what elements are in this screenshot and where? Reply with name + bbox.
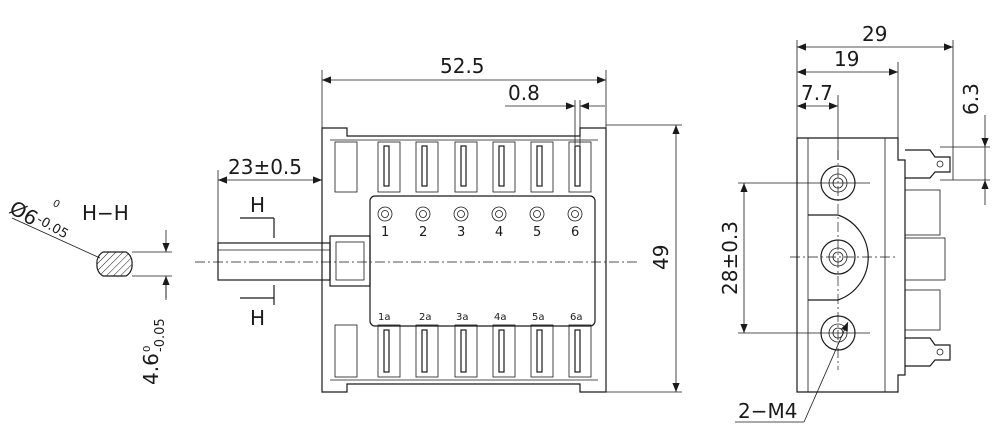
side-block-lower (904, 289, 941, 331)
top-terminals (334, 141, 592, 193)
quick-connect-tab-bottom (905, 337, 951, 367)
bottom-terminals (334, 324, 592, 378)
switch-body-outline (321, 127, 607, 393)
terminal-label: 6 (571, 225, 579, 240)
diameter-leader (11, 217, 101, 259)
terminal-labels-top: 1 2 3 4 5 6 (381, 225, 579, 240)
terminal-label: 5 (533, 225, 541, 240)
section-cut-letter-top: H (250, 193, 265, 217)
terminal-label: 4 (495, 225, 503, 240)
shaft (217, 242, 331, 281)
mount-holes-label: 2−M4 (738, 399, 797, 423)
terminal-label: 4a (494, 312, 507, 323)
terminal-screws (377, 206, 583, 222)
body-depth-label: 19 (834, 47, 859, 71)
section-cut-letter-bottom: H (250, 306, 265, 330)
flat-upper-tol: 0 (142, 346, 153, 352)
tab-hole-bottom (936, 348, 944, 356)
width-total-label: 52.5 (440, 54, 485, 78)
shaft-diameter-upper-tol: 0 (51, 198, 62, 211)
bushing-inner (335, 241, 365, 281)
front-view: 52.5 0.8 49 (195, 54, 682, 393)
hole-spacing-label: 28±0.3 (718, 221, 742, 295)
terminal-labels-bottom: 1a 2a 3a 4a 5a 6a (378, 312, 583, 323)
mount-hole-leader (803, 321, 849, 423)
shaft-bushing (329, 235, 371, 287)
shaft-length-label: 23±0.5 (228, 155, 302, 179)
terminal-label: 5a (532, 312, 545, 323)
height-label: 49 (649, 245, 673, 270)
terminal-label: 6a (570, 312, 583, 323)
shaft-section-shape (96, 251, 133, 277)
hole-offset-label: 7.7 (801, 81, 833, 105)
depth-total-label: 29 (862, 22, 887, 46)
terminal-board (369, 195, 596, 327)
terminal-label: 1a (378, 312, 391, 323)
flat-value: 4.6 (139, 353, 163, 385)
quick-connect-tab-top (905, 149, 951, 179)
shaft-diameter-lower-tol: -0.05 (34, 212, 71, 242)
terminal-offset-label: 6.3 (959, 83, 983, 115)
terminal-label: 1 (381, 225, 389, 240)
center-boss (808, 214, 869, 301)
shaft-section-view: Ø6 0 -0.05 H−H 4.6 0 -0.05 (6, 196, 172, 385)
terminal-label: 3 (457, 225, 465, 240)
gap-label: 0.8 (508, 81, 540, 105)
side-block-upper (904, 189, 941, 236)
terminal-label: 3a (456, 312, 469, 323)
tab-hole-top (936, 160, 944, 168)
flat-lower-tol: -0.05 (153, 318, 168, 352)
side-view: 29 19 7.7 6.3 (718, 22, 990, 423)
side-block-middle (904, 237, 946, 281)
side-body-outline (796, 137, 906, 393)
terminal-label: 2a (419, 312, 432, 323)
terminal-label: 2 (419, 225, 427, 240)
section-label: H−H (82, 201, 129, 225)
